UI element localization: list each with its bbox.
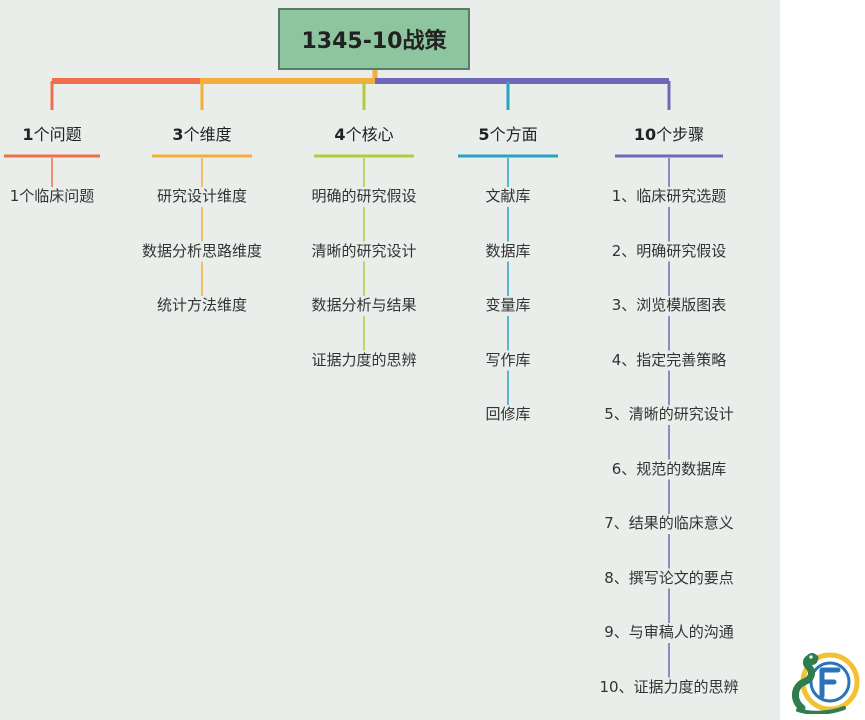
branch-item[interactable]: 文献库 (485, 187, 531, 205)
branch-heading-number: 3 (172, 125, 184, 144)
branch-heading-number: 10 (633, 125, 657, 144)
branch-item[interactable]: 变量库 (485, 296, 531, 314)
branch-item[interactable]: 数据库 (485, 241, 531, 260)
branch-heading[interactable]: 10个步骤 (634, 125, 704, 145)
branch-item[interactable]: 数据分析与结果 (311, 296, 417, 314)
root-title: 1345-10战策 (301, 29, 447, 54)
branch-heading-text: 个问题 (33, 125, 82, 144)
branch-heading-number: 4 (334, 125, 346, 144)
branch-heading[interactable]: 5个方面 (478, 125, 537, 145)
branch-item[interactable]: 3、浏览模版图表 (611, 296, 727, 314)
branch-heading[interactable]: 3个维度 (172, 125, 231, 145)
branch-heading-text: 个维度 (183, 125, 232, 144)
branch-item[interactable]: 5、清晰的研究设计 (604, 405, 734, 423)
connector-lines (4, 70, 723, 678)
root-node[interactable]: 1345-10战策 (278, 8, 470, 70)
branch-item[interactable]: 数据分析思路维度 (141, 241, 263, 260)
branch-item[interactable]: 研究设计维度 (156, 187, 248, 205)
branch-item[interactable]: 9、与审稿人的沟通 (604, 623, 734, 641)
branch-heading-text: 个核心 (345, 125, 394, 144)
mindmap-canvas: 1345-10战策 1个问题 1个临床问题 3个维度研究设计维度数据分析思路维度统计… (0, 0, 780, 720)
branch-heading-text: 个步骤 (656, 125, 705, 144)
branch-item[interactable]: 1个临床问题 (9, 187, 95, 205)
branch-item[interactable]: 8、撰写论文的要点 (604, 568, 734, 587)
logo-icon (792, 652, 860, 714)
branch-heading-number: 5 (478, 125, 490, 144)
branch-heading-number: 1 (22, 125, 34, 144)
branch-item[interactable]: 7、结果的临床意义 (604, 514, 734, 532)
branch-item[interactable]: 清晰的研究设计 (311, 241, 417, 260)
branch-item[interactable]: 明确的研究假设 (311, 187, 417, 205)
branch-item[interactable]: 回修库 (485, 405, 531, 423)
branch-item[interactable]: 1、临床研究选题 (611, 187, 727, 205)
branch-item[interactable]: 写作库 (485, 350, 531, 369)
branch-item[interactable]: 10、证据力度的思辨 (599, 677, 739, 696)
branch-heading-text: 个方面 (489, 125, 538, 144)
branch-item[interactable]: 4、指定完善策略 (611, 350, 727, 369)
branch-item[interactable]: 2、明确研究假设 (611, 241, 727, 260)
branch-item[interactable]: 证据力度的思辨 (311, 350, 417, 369)
branch-heading[interactable]: 4个核心 (334, 125, 393, 145)
branch-heading[interactable]: 1个问题 (22, 125, 81, 145)
branch-item[interactable]: 统计方法维度 (156, 296, 248, 314)
branch-item[interactable]: 6、规范的数据库 (611, 459, 727, 478)
